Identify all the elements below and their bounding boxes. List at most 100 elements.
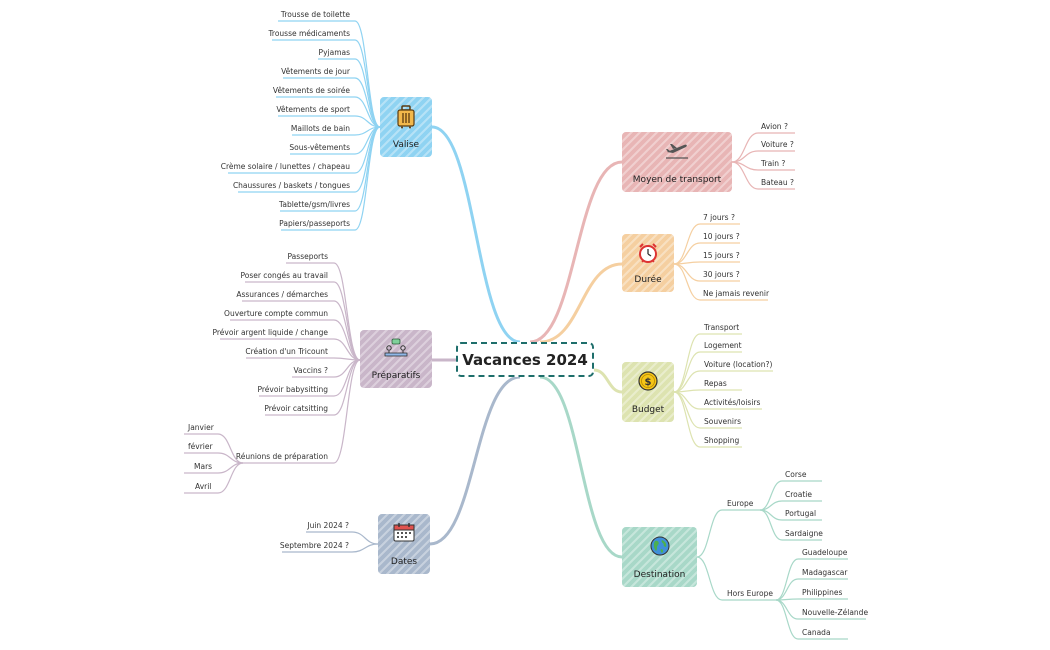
budget-item[interactable]: Logement [704,341,742,350]
topic-label: Préparatifs [371,371,421,381]
hors-europe-item[interactable]: Philippines [802,588,843,597]
leaf-connector [351,531,379,545]
leaf-connector [696,509,723,558]
valise-item[interactable]: Sous-vêtements [289,143,350,152]
transport-item[interactable]: Bateau ? [761,178,795,187]
central-topic[interactable]: Vacances 2024 [456,342,594,377]
europe-item[interactable]: Sardaigne [785,529,823,538]
hors-europe-item[interactable]: Nouvelle-Zélande [802,608,869,617]
topic-label: Durée [634,275,662,285]
topic-budget[interactable]: $ Budget [622,362,674,422]
budget-item[interactable]: Activités/loisirs [704,398,761,407]
leaf-connector [759,509,783,541]
duree-item[interactable]: 10 jours ? [703,232,740,241]
valise-item[interactable]: Vêtements de sport [276,105,350,114]
svg-text:$: $ [645,377,652,388]
dates-item[interactable]: Juin 2024 ? [307,521,349,530]
budget-item[interactable]: Voiture (location?) [704,360,773,369]
budget-item[interactable]: Souvenirs [704,417,741,426]
topic-transport[interactable]: Moyen de transport [622,132,732,192]
leaf-connector [673,370,701,393]
valise-item[interactable]: Trousse de toilette [280,10,350,19]
preparatifs-item[interactable]: Prévoir argent liquide / change [212,328,328,337]
valise-item[interactable]: Papiers/passeports [279,219,350,228]
preparatifs-item[interactable]: Création d'un Tricount [245,347,328,356]
preparatifs-item[interactable]: Passeports [287,252,329,261]
budget-item[interactable]: Shopping [704,436,740,445]
hors-europe-item[interactable]: Canada [802,628,831,637]
leaf-connector [333,359,361,464]
leaf-connector [351,543,379,553]
meeting-icon [360,338,432,366]
topic-preparatifs[interactable]: Préparatifs [360,330,432,388]
leaf-connector [673,351,701,393]
duree-item[interactable]: 7 jours ? [703,213,735,222]
duree-item[interactable]: 30 jours ? [703,270,740,279]
valise-item[interactable]: Crème solaire / lunettes / chapeau [220,162,350,171]
leaf-connector [673,391,701,448]
connector-dates [429,375,521,546]
transport-item[interactable]: Train ? [761,159,786,168]
europe-node[interactable]: Europe [727,499,754,508]
leaf-connector [333,319,361,361]
valise-item[interactable]: Chaussures / baskets / tongues [232,181,350,190]
valise-item[interactable]: Vêtements de soirée [272,86,350,95]
topic-dates[interactable]: Dates [378,514,430,574]
preparatifs-item[interactable]: Poser congés au travail [240,271,328,280]
leaf-connector [354,39,381,128]
europe-item[interactable]: Portugal [785,509,817,518]
duree-item[interactable]: Ne jamais revenir [703,289,770,298]
leaf-connector [333,262,361,361]
leaf-connector [673,263,701,282]
hors-europe-item[interactable]: Guadeloupe [802,548,848,557]
connector-transport [529,160,623,344]
valise-item[interactable]: Maillots de bain [290,124,350,133]
connector-valise [431,125,521,344]
topic-label: Destination [633,570,686,580]
valise-item[interactable]: Trousse médicaments [268,29,350,38]
valise-item[interactable]: Vêtements de jour [281,67,350,76]
leaf-connector [775,578,799,601]
budget-item[interactable]: Transport [704,323,740,332]
leaf-connector [775,599,799,620]
coin-icon: $ [622,370,674,398]
leaf-connector [731,161,759,190]
leaf-connector [673,333,701,393]
topic-label: Budget [631,405,665,415]
europe-item[interactable]: Corse [785,470,807,479]
preparatifs-item[interactable]: Ouverture compte commun [224,309,328,318]
hors-europe-item[interactable]: Madagascar [802,568,848,577]
leaf-connector [696,556,723,601]
connector-budget [593,368,623,394]
reunions-item[interactable]: Mars [194,462,213,471]
duree-item[interactable]: 15 jours ? [703,251,740,260]
leaf-connector [775,599,799,640]
transport-item[interactable]: Voiture ? [761,140,794,149]
topic-valise[interactable]: Valise [380,97,432,157]
leaf-connector [333,359,361,397]
airplane-icon [622,140,732,166]
valise-item[interactable]: Pyjamas [318,48,350,57]
preparatifs-item[interactable]: Prévoir catsitting [264,404,328,413]
leaf-connector [354,126,381,231]
reunions-node[interactable]: Réunions de préparation [235,452,328,461]
preparatifs-item[interactable]: Vaccins ? [293,366,328,375]
suitcase-icon [380,105,432,135]
topic-destination[interactable]: Destination [622,527,697,587]
transport-item[interactable]: Avion ? [761,122,788,131]
preparatifs-item[interactable]: Prévoir babysitting [257,385,328,394]
hors-europe-node[interactable]: Hors Europe [727,589,773,598]
alarm-clock-icon [622,242,674,270]
leaf-connector [673,242,701,265]
leaf-connector [775,558,799,601]
preparatifs-item[interactable]: Assurances / démarches [236,290,328,299]
budget-item[interactable]: Repas [704,379,727,388]
dates-item[interactable]: Septembre 2024 ? [279,541,349,550]
reunions-item[interactable]: Janvier [188,423,214,432]
topic-duree[interactable]: Durée [622,234,674,292]
europe-item[interactable]: Croatie [785,490,812,499]
valise-item[interactable]: Tablette/gsm/livres [279,200,350,209]
leaf-connector [673,263,701,301]
reunions-item[interactable]: Avril [195,482,212,491]
reunions-item[interactable]: février [188,442,213,451]
